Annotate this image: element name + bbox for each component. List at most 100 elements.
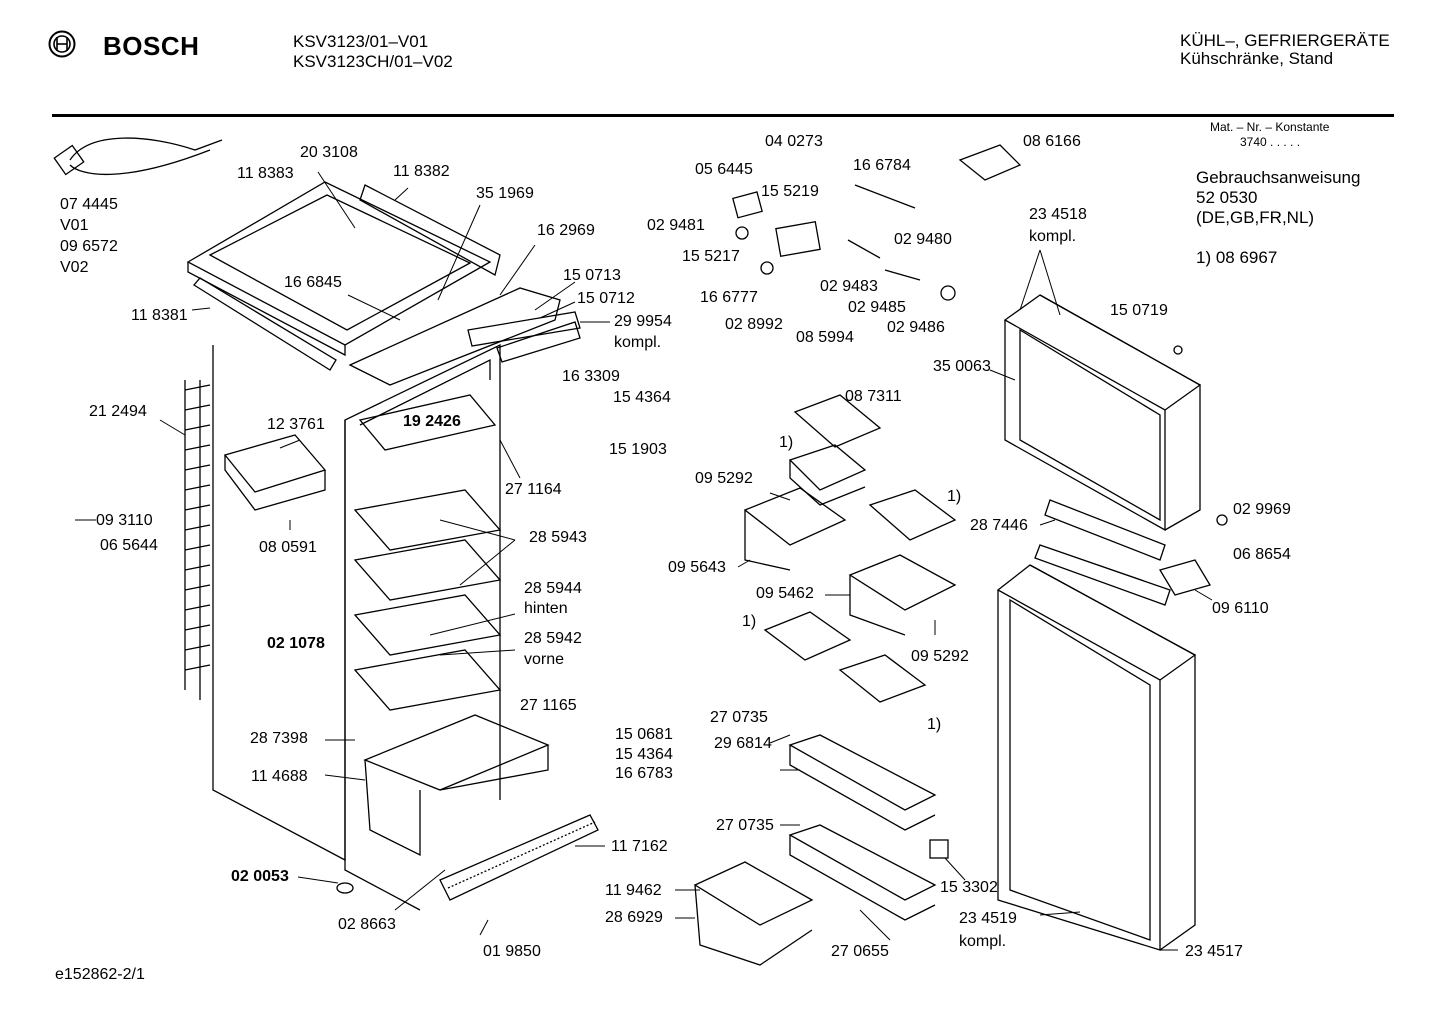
part-label: 15 0719 [1110,302,1168,319]
part-label: 06 8654 [1233,546,1291,563]
part-label: 28 7398 [250,730,308,747]
part-label: 16 3309 [562,368,620,385]
part-label: 15 1903 [609,441,667,458]
egg-tray [793,394,882,448]
mat-label: Mat. – Nr. – Konstante [1210,120,1330,134]
part-label: 01 9850 [483,943,541,960]
part-label: 07 4445 [60,196,118,213]
part-label: 02 9486 [887,319,945,336]
crisper-drawer [363,714,550,791]
part-label: 28 7446 [970,517,1028,534]
part-label: 1) [947,488,962,505]
part-label: 08 0591 [259,539,317,556]
freezer-shelf [358,394,497,451]
model-number-2: KSV3123CH/01–V02 [293,52,453,71]
part-label: 28 5943 [529,529,587,546]
manual-number: 52 0530 [1196,188,1258,207]
part-label: 1) [742,613,757,630]
subcategory-title: Kühschränke, Stand [1180,49,1334,68]
part-label: 28 5944 [524,580,582,597]
manual-languages: (DE,GB,FR,NL) [1196,208,1315,227]
butter-box [693,861,814,966]
part-label: 15 0681 [615,726,673,743]
part-label: 15 0713 [563,267,621,284]
plug-icon [53,144,85,176]
part-label: hinten [524,600,568,617]
part-label: 11 8383 [237,165,294,182]
part-label: 23 4519 [959,910,1017,927]
manual-title: Gebrauchsanweisung [1196,168,1361,187]
document-id: e152862-2/1 [55,966,145,983]
mat-value: 3740 . . . . . [1240,135,1301,149]
footnote: 1) 08 6967 [1196,248,1278,267]
part-label: 09 6110 [1212,600,1269,617]
part-label: 19 2426 [403,413,461,430]
part-label: kompl. [1029,228,1077,245]
part-label: 16 2969 [537,222,595,239]
part-label: 02 9969 [1233,501,1291,518]
part-label: 27 1165 [520,697,577,714]
part-label: 02 9481 [647,217,705,234]
part-label: 02 9480 [894,231,952,248]
part-label: 28 6929 [605,909,663,926]
part-label: 12 3761 [267,416,325,433]
part-label: 15 5219 [761,183,819,200]
part-label: 35 0063 [933,358,991,375]
adjustable-foot [336,882,354,894]
freezer-door [1003,294,1202,411]
bosch-logo-icon [48,30,76,58]
part-label: 11 9462 [605,882,662,899]
ice-tray [223,434,327,493]
part-label: 09 5462 [756,585,814,602]
part-label: 29 9954 [614,313,672,330]
condenser-coil [184,380,211,700]
part-label: kompl. [614,334,662,351]
part-label: 02 0053 [231,868,289,885]
part-label: kompl. [959,933,1007,950]
part-label: 1) [927,716,942,733]
power-cord-icon [69,137,223,176]
part-label: 27 0735 [710,709,768,726]
part-label: 11 8381 [131,307,188,324]
part-label: 16 6783 [615,765,673,782]
part-label: 09 5292 [695,470,753,487]
glass-shelf-3 [353,594,502,656]
part-label: 05 6445 [695,161,753,178]
part-label: 15 4364 [615,746,673,763]
part-label: 09 5292 [911,648,969,665]
part-label: 11 7162 [611,838,668,855]
part-label: 02 8663 [338,916,396,933]
part-label: 23 4517 [1185,943,1243,960]
part-label: 02 9485 [848,299,906,316]
part-label: 29 6814 [714,735,772,752]
door-shelf-1 [788,734,937,831]
top-frame [186,181,492,346]
model-number-1: KSV3123/01–V01 [293,32,429,51]
part-label: 16 6845 [284,274,342,291]
part-label: 15 0712 [577,290,635,307]
fridge-door [996,564,1197,681]
glass-shelf-1 [353,489,502,551]
part-label: 08 5994 [796,329,854,346]
part-label: 23 4518 [1029,206,1087,223]
part-label: 21 2494 [89,403,147,420]
part-label: 08 6166 [1023,133,1081,150]
part-label: 15 5217 [682,248,740,265]
category-title: KÜHL–, GEFRIERGERÄTE [1180,31,1390,50]
brand-name: BOSCH [103,31,200,61]
part-label: 1) [779,434,794,451]
part-label: 27 1164 [505,481,562,498]
part-label: 06 5644 [100,537,158,554]
part-label: 20 3108 [300,144,358,161]
part-label: 16 6784 [853,157,911,174]
part-label: 27 0735 [716,817,774,834]
header-divider [52,114,1394,117]
part-label: V01 [60,217,89,234]
part-label: 11 4688 [251,768,308,785]
part-label: 27 0655 [831,943,889,960]
part-label: V02 [60,259,89,276]
glass-shelf-2 [353,539,502,601]
part-label: 09 5643 [668,559,726,576]
part-label: vorne [524,651,565,668]
part-label: 15 4364 [613,389,671,406]
